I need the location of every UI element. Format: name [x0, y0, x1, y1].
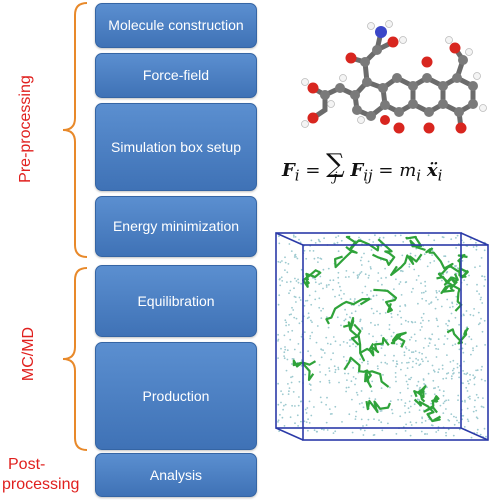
- stage-label-pre-processing: Pre-processing: [17, 75, 34, 183]
- stage-label-post-line1: Post-: [8, 456, 46, 473]
- equation-rhs-x-sub: i: [437, 166, 443, 185]
- equation-mid-sub: ij: [363, 166, 373, 185]
- stage-label-post-line2: processing: [2, 476, 80, 493]
- equation-newton: Fi = ∑ j Fij = mi ẍi: [282, 149, 443, 185]
- equation-rhs-x: ẍ: [426, 160, 438, 181]
- equation-rhs-m-sub: i: [416, 166, 422, 185]
- equation-sum-index: j: [333, 170, 338, 185]
- equation-rhs-m: m: [399, 160, 417, 181]
- brace-pre-processing: [62, 2, 88, 258]
- step-energy-minimization: Energy minimization: [95, 196, 257, 257]
- step-molecule-construction: Molecule construction: [95, 3, 257, 48]
- stage-label-mc-md: MC/MD: [20, 326, 37, 382]
- equation-lhs-sub: i: [294, 166, 300, 185]
- step-analysis: Analysis: [95, 453, 257, 497]
- step-production: Production: [95, 342, 257, 450]
- molecule-illustration: [301, 20, 487, 134]
- stage-label-post-processing: Post- processing: [2, 455, 79, 495]
- equation-lhs: F: [282, 160, 295, 181]
- simulation-box-illustration: [268, 225, 493, 445]
- step-equilibration: Equilibration: [95, 265, 257, 337]
- step-force-field: Force-field: [95, 53, 257, 98]
- step-simulation-box-setup: Simulation box setup: [95, 103, 257, 191]
- equation-mid: F: [350, 160, 364, 181]
- brace-mc-md: [62, 267, 88, 451]
